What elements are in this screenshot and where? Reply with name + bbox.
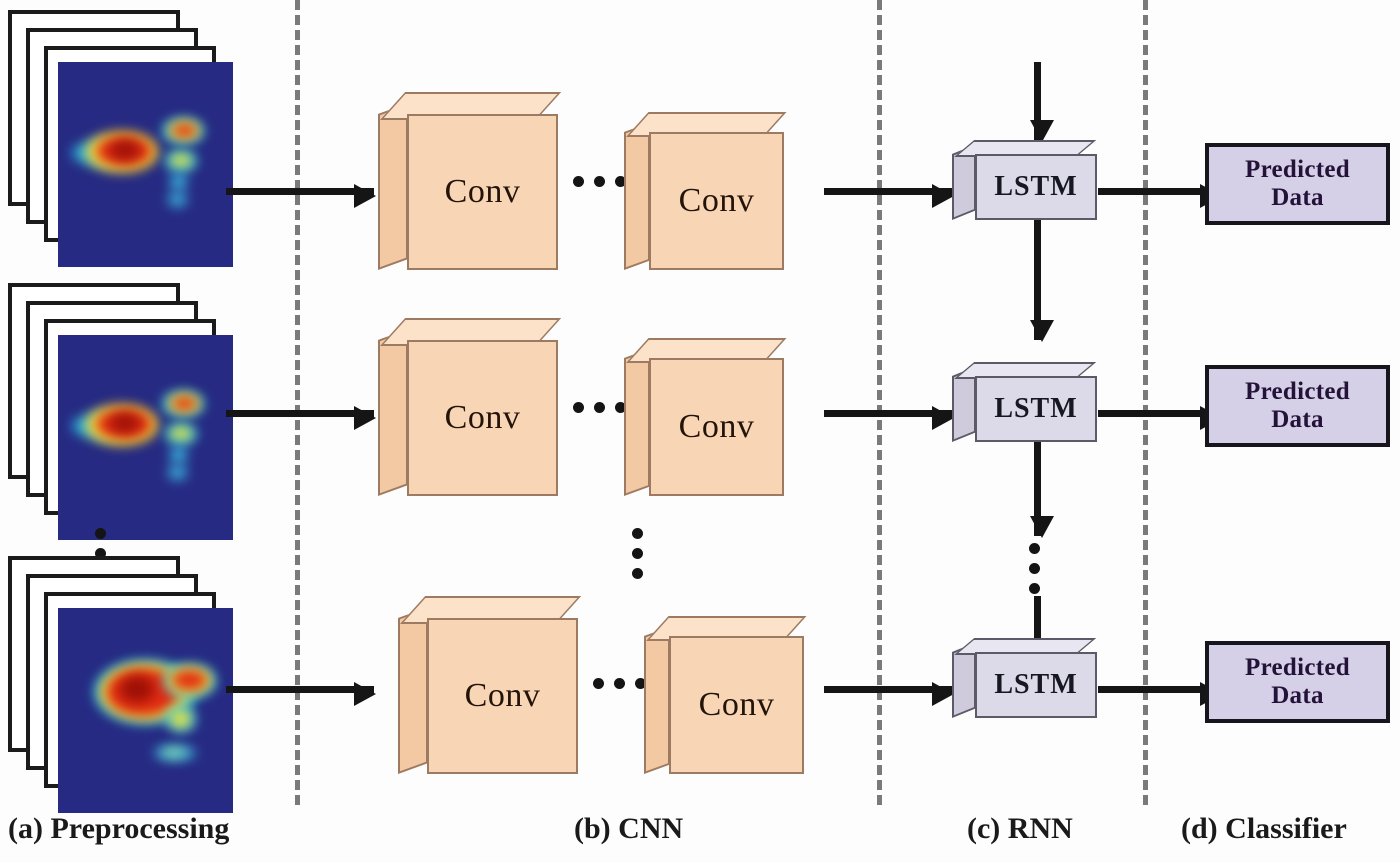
conv-cube-label: Conv: [678, 408, 755, 445]
predicted-line-2: Data: [1271, 184, 1324, 211]
predicted-line-1: Predicted: [1245, 654, 1350, 681]
caption-cnn: (b) CNN: [574, 812, 684, 845]
arrow-rnn-to-classifier-2: [1098, 406, 1222, 430]
arrow-cnn-to-rnn-3: [824, 682, 954, 706]
spectrogram-stack-1[interactable]: [8, 10, 233, 267]
predicted-data-box-1[interactable]: Predicted Data: [1205, 143, 1390, 225]
arrow-lstm1-to-lstm2: [1030, 220, 1054, 342]
caption-preprocessing: (a) Preprocessing: [8, 812, 230, 845]
lstm-box-3[interactable]: LSTM: [952, 638, 1097, 718]
heatmap-image-2: [58, 335, 233, 540]
conv-cube-last-3[interactable]: Conv: [644, 616, 807, 774]
cnn-ellipsis-1: [573, 176, 626, 187]
arrow-input-to-cnn-3: [226, 682, 376, 706]
conv-cube-last-1[interactable]: Conv: [624, 112, 787, 270]
predicted-data-box-2[interactable]: Predicted Data: [1205, 365, 1390, 447]
arrow-input-to-cnn-2: [226, 406, 376, 430]
arrow-rnn-to-classifier-3: [1098, 682, 1222, 706]
cnn-ellipsis-2: [573, 402, 626, 413]
spectrogram-stack-2[interactable]: [8, 283, 233, 540]
conv-cube-label: Conv: [678, 182, 755, 219]
spectrogram-stack-3[interactable]: [8, 556, 233, 813]
lstm-label: LSTM: [994, 393, 1078, 424]
arrow-cnn-to-rnn-2: [824, 406, 954, 430]
lstm-label: LSTM: [994, 669, 1078, 700]
predicted-line-1: Predicted: [1245, 378, 1350, 405]
conv-cube-last-2[interactable]: Conv: [624, 338, 787, 496]
heatmap-image-1: [58, 62, 233, 267]
lstm-box-1[interactable]: LSTM: [952, 140, 1097, 220]
conv-cube-first-2[interactable]: Conv: [378, 318, 562, 496]
caption-rnn: (c) RNN: [967, 812, 1073, 845]
conv-cube-label: Conv: [444, 399, 521, 436]
conv-cube-label: Conv: [698, 686, 775, 723]
conv-cube-label: Conv: [444, 173, 521, 210]
arrow-sequence-input: [1030, 62, 1054, 142]
arrow-lstm2-to-ellipsis: [1030, 442, 1054, 538]
cnn-ellipsis-3: [593, 678, 646, 689]
caption-classifier: (d) Classifier: [1181, 812, 1347, 845]
heatmap-image-3: [58, 608, 233, 813]
conv-cube-first-3[interactable]: Conv: [398, 596, 582, 774]
lstm-box-2[interactable]: LSTM: [952, 362, 1097, 442]
divider-cnn-rnn: [877, 0, 882, 805]
predicted-line-2: Data: [1271, 406, 1324, 433]
cnn-column-ellipsis: [632, 528, 643, 579]
divider-preprocessing-cnn: [295, 0, 300, 805]
rnn-chain-ellipsis: [1029, 543, 1040, 594]
predicted-data-box-3[interactable]: Predicted Data: [1205, 641, 1390, 723]
conv-cube-label: Conv: [464, 677, 541, 714]
arrow-cnn-to-rnn-1: [824, 184, 954, 208]
predicted-line-2: Data: [1271, 682, 1324, 709]
arrow-input-to-cnn-1: [226, 184, 376, 208]
divider-rnn-classifier: [1143, 0, 1148, 805]
arrow-rnn-to-classifier-1: [1098, 184, 1222, 208]
conv-cube-first-1[interactable]: Conv: [378, 92, 562, 270]
lstm-label: LSTM: [994, 171, 1078, 202]
predicted-line-1: Predicted: [1245, 156, 1350, 183]
